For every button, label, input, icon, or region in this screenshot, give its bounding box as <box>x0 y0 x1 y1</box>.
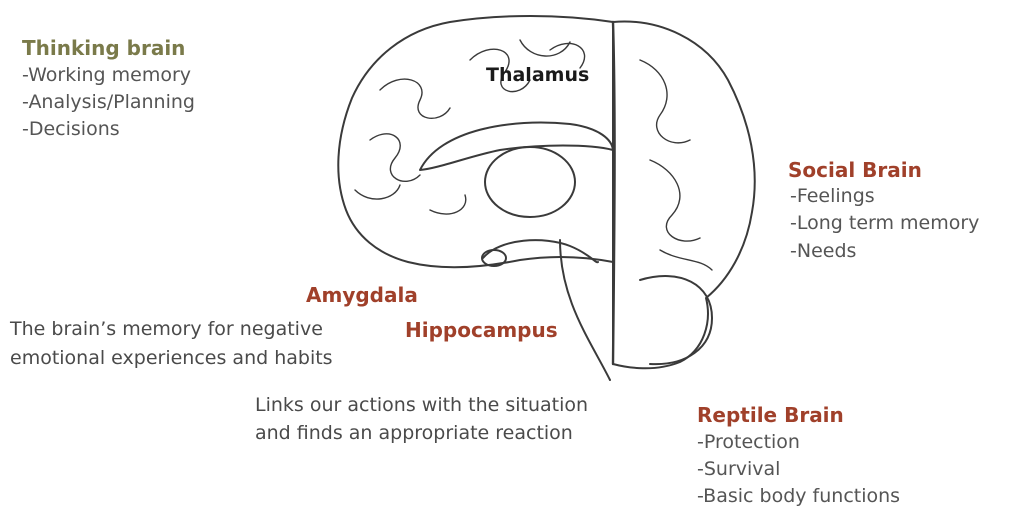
hippocampus-label: Hippocampus <box>405 320 558 340</box>
thinking-brain-heading: Thinking brain <box>22 38 185 58</box>
hippocampus-desc-line-1: Links our actions with the situation <box>255 396 588 415</box>
social-item-1: -Feelings <box>790 187 875 206</box>
thinking-item-3: -Decisions <box>22 120 120 139</box>
thalamus-shape <box>485 147 575 217</box>
reptile-brain-heading: Reptile Brain <box>697 405 844 425</box>
social-brain-heading: Social Brain <box>788 160 922 180</box>
amygdala-desc-line-2: emotional experiences and habits <box>10 349 333 368</box>
corpus-callosum <box>420 123 613 170</box>
midline-cut <box>613 22 615 364</box>
thinking-item-1: -Working memory <box>22 66 191 85</box>
reptile-item-3: -Basic body functions <box>697 487 900 506</box>
thinking-brain-heading-text: Thinking brain <box>22 36 185 60</box>
hippocampus-desc-line-2: and finds an appropriate reaction <box>255 424 573 443</box>
amygdala-desc-line-1: The brain’s memory for negative <box>10 320 323 339</box>
sectioned-hemisphere-outline <box>613 22 755 369</box>
thinking-item-2: -Analysis/Planning <box>22 93 195 112</box>
amygdala-label: Amygdala <box>306 285 418 305</box>
reptile-item-2: -Survival <box>697 460 780 479</box>
social-item-2: -Long term memory <box>790 214 979 233</box>
reptile-item-1: -Protection <box>697 433 800 452</box>
thalamus-label: Thalamus <box>486 66 589 85</box>
social-item-3: -Needs <box>790 242 856 261</box>
cerebellum <box>640 276 712 364</box>
